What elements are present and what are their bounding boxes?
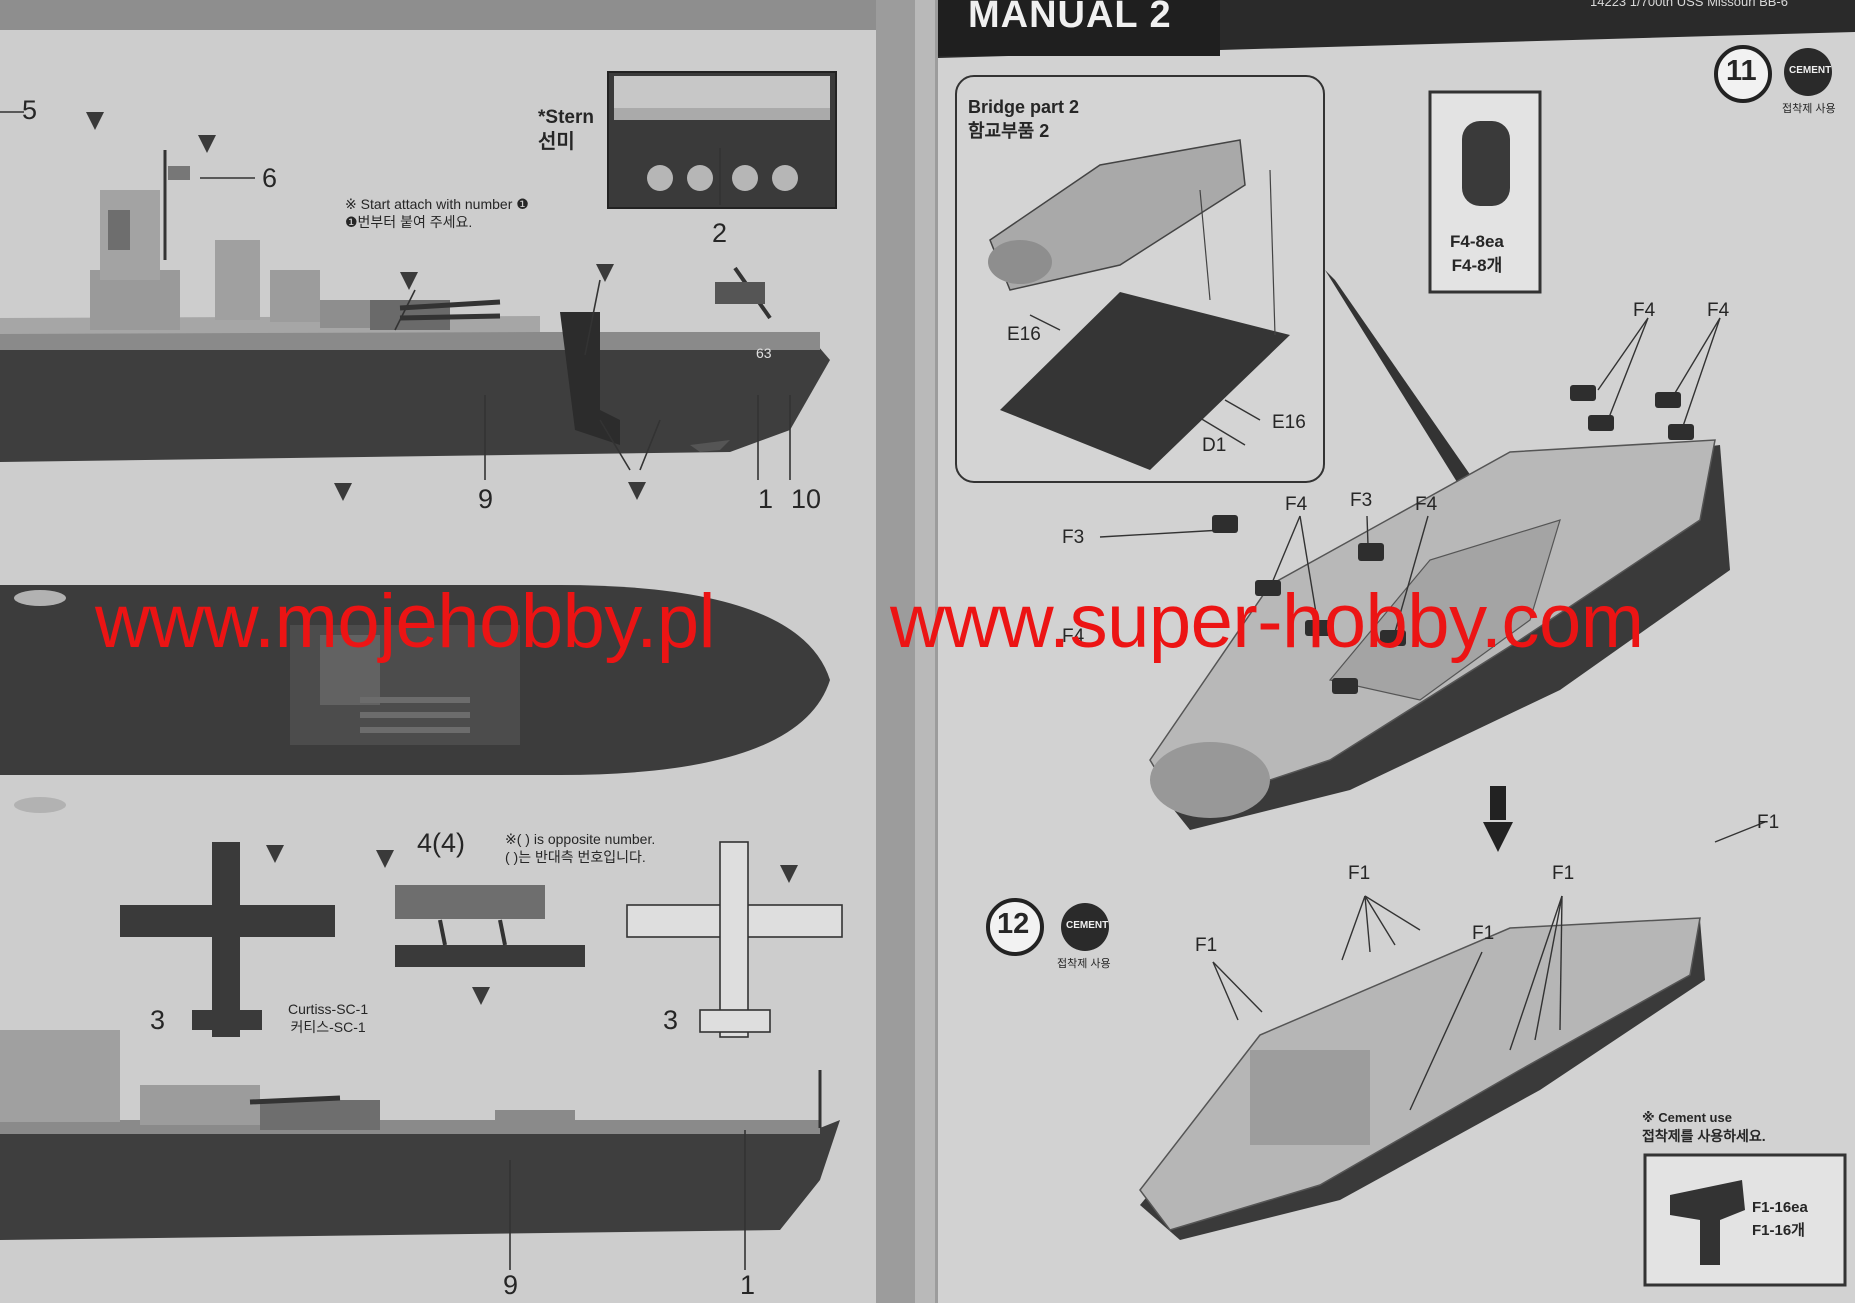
opposite-note-en: ※( ) is opposite number. — [505, 831, 656, 847]
opposite-number-note: ※( ) is opposite number. ( )는 반대측 번호입니다. — [505, 830, 655, 866]
bridge-title-en: Bridge part 2 — [968, 97, 1080, 117]
callout-9-bottom: 9 — [503, 1270, 519, 1300]
aircraft-caption-en: Curtiss-SC-1 — [288, 1001, 369, 1017]
ship-top-view — [0, 585, 830, 813]
aircraft-caption: Curtiss-SC-1 커티스-SC-1 — [288, 1000, 368, 1036]
cement-use-note: ※ Cement use 접착제를 사용하세요. — [1642, 1108, 1766, 1146]
callout-4-opposite: 4(4) — [417, 828, 466, 858]
callout-10: 10 — [791, 484, 822, 514]
bridge-title-ko: 함교부품 2 — [968, 121, 1050, 141]
bridge-box-title: Bridge part 2 함교부품 2 — [968, 95, 1079, 143]
part-label-f4-2: F4 — [1707, 300, 1730, 321]
callout-9-top: 9 — [478, 484, 494, 514]
step-badges — [986, 45, 1832, 956]
step-number-12: 12 — [997, 908, 1030, 940]
ship-side-profile-top — [0, 150, 830, 462]
zoom-wedge — [1325, 270, 1505, 535]
callout-3-right: 3 — [663, 1005, 679, 1035]
part-label-f4-1: F4 — [1633, 300, 1656, 321]
f4-count-en: F4-8ea — [1450, 232, 1504, 251]
stern-note-ko: 선미 — [538, 131, 575, 153]
watermark-right: www.super-hobby.com — [890, 579, 1644, 664]
part-label-f1-2: F1 — [1348, 863, 1371, 884]
numbered-markers — [86, 112, 798, 1005]
part-label-f4-5: F4 — [1062, 626, 1085, 647]
part-label-f1-4: F1 — [1552, 863, 1575, 884]
part-label-f4-4: F4 — [1415, 494, 1438, 515]
aircraft-caption-ko: 커티스-SC-1 — [290, 1019, 366, 1035]
f1-count-box — [1643, 1153, 1847, 1287]
stern-inset-view — [607, 71, 837, 209]
callout-1-bottom: 1 — [740, 1270, 756, 1300]
start-attach-note: ※ Start attach with number ❶ ❶번부터 붙여 주세요… — [345, 195, 529, 231]
part-label-e16-a: E16 — [1007, 324, 1041, 345]
cement-badge-11: CEMENT — [1789, 65, 1832, 76]
aircraft-top-view — [120, 842, 335, 1037]
callout-1-top: 1 — [758, 484, 774, 514]
part-label-f1-5: F1 — [1757, 812, 1780, 833]
manual-subtitle: 14223 1/700th USS Missouri BB-6 — [1590, 0, 1788, 9]
part-label-f3-2: F3 — [1350, 490, 1373, 511]
start-note-en: ※ Start attach with number ❶ — [345, 196, 529, 212]
f1-count-en: F1-16ea — [1752, 1199, 1808, 1216]
cement-note-11: 접착제 사용 — [1782, 103, 1836, 115]
f4-count-box — [1428, 90, 1542, 294]
part-label-d1: D1 — [1202, 435, 1227, 456]
ship-side-profile-bottom — [0, 1030, 840, 1240]
manual-title: MANUAL 2 — [968, 0, 1172, 36]
stern-note-en: *Stern — [538, 107, 594, 128]
f4-count-label: F4-8ea F4-8개 — [1450, 230, 1504, 278]
step-number-11: 11 — [1726, 55, 1757, 87]
step-11-superstructure — [1149, 439, 1730, 830]
part-label-f1-3: F1 — [1472, 923, 1495, 944]
callout-6: 6 — [262, 163, 278, 193]
cement-badge-12: CEMENT — [1066, 920, 1109, 931]
callout-3-left: 3 — [150, 1005, 166, 1035]
hull-number: 63 — [756, 345, 772, 361]
bridge-inset-box — [955, 75, 1325, 483]
f1-count-label: F1-16ea F1-16개 — [1752, 1196, 1808, 1242]
aircraft-underside-view — [626, 841, 843, 1038]
aircraft-float-view — [395, 885, 585, 967]
part-icons — [1212, 385, 1694, 694]
f1-count-ko: F1-16개 — [1752, 1222, 1805, 1239]
watermark-left: www.mojehobby.pl — [95, 579, 716, 664]
part-label-f3-1: F3 — [1062, 527, 1085, 548]
cement-use-en: ※ Cement use — [1642, 1110, 1732, 1125]
part-label-e16-b: E16 — [1272, 412, 1306, 433]
stern-note: *Stern 선미 — [538, 106, 594, 154]
part-label-f1-1: F1 — [1195, 935, 1218, 956]
opposite-note-ko: ( )는 반대측 번호입니다. — [505, 849, 646, 865]
callout-2: 2 — [712, 218, 728, 248]
start-note-ko: ❶번부터 붙여 주세요. — [345, 214, 473, 230]
cement-note-12: 접착제 사용 — [1057, 958, 1111, 970]
part-label-f4-3: F4 — [1285, 494, 1308, 515]
cement-use-ko: 접착제를 사용하세요. — [1642, 1128, 1766, 1144]
f4-count-ko: F4-8개 — [1451, 256, 1503, 275]
callout-5: 5 — [22, 95, 38, 125]
down-arrow-icon — [1483, 822, 1513, 852]
